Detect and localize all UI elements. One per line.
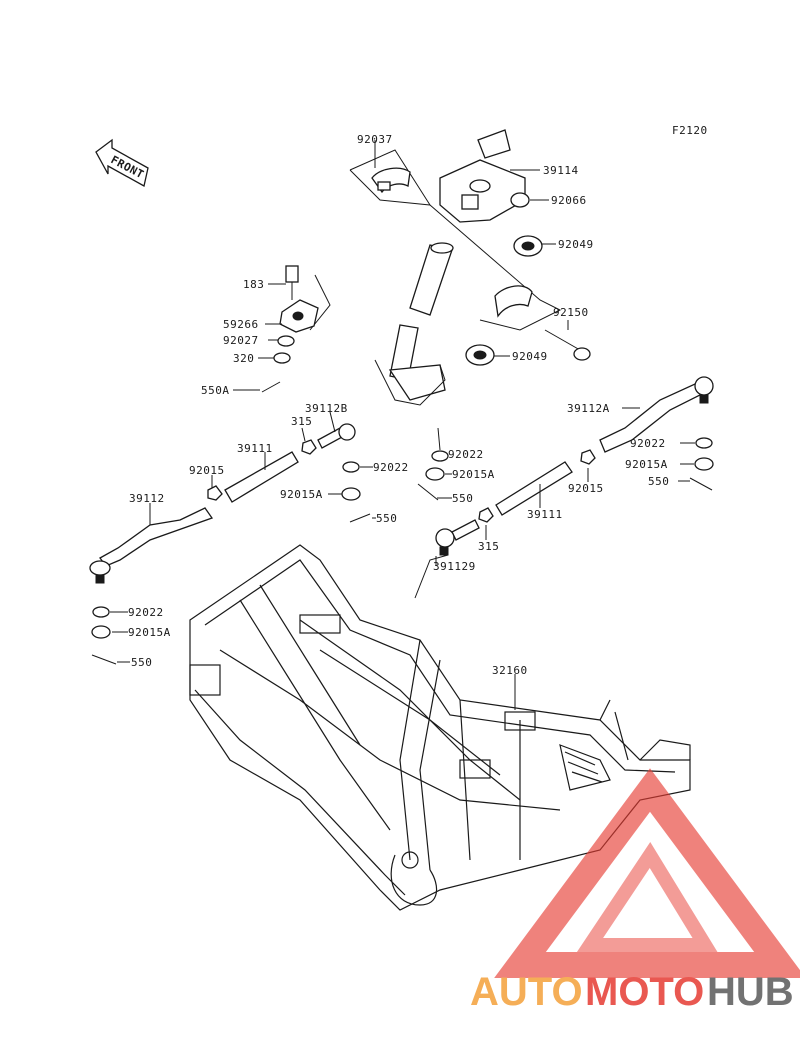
label-92015-left: 92015 xyxy=(189,464,225,477)
label-59266: 59266 xyxy=(223,318,259,331)
label-550-left: 550 xyxy=(131,656,152,669)
label-92022-mid: 92022 xyxy=(448,448,484,461)
leader-lines xyxy=(110,140,695,700)
label-550a: 550A xyxy=(201,384,230,397)
label-92049-lower: 92049 xyxy=(512,350,548,363)
label-92049-upper: 92049 xyxy=(558,238,594,251)
label-550-right: 550 xyxy=(648,475,669,488)
label-92027: 92027 xyxy=(223,334,259,347)
label-39111-right: 39111 xyxy=(527,508,563,521)
label-315-left: 315 xyxy=(291,415,312,428)
label-315-right: 315 xyxy=(478,540,499,553)
label-39112b: 39112B xyxy=(305,402,348,415)
label-92022-right: 92022 xyxy=(630,437,666,450)
label-92015a-center: 92015A xyxy=(280,488,323,501)
label-550-mid: 550 xyxy=(452,492,473,505)
label-92022-left: 92022 xyxy=(128,606,164,619)
label-92015a-mid: 92015A xyxy=(452,468,495,481)
label-39114: 39114 xyxy=(543,164,579,177)
steering-holder-group xyxy=(349,129,591,406)
label-92015a-left: 92015A xyxy=(128,626,171,639)
label-92037: 92037 xyxy=(357,133,393,146)
label-92022-center: 92022 xyxy=(373,461,409,474)
logo-text-auto: AUTO xyxy=(470,970,583,1014)
label-320: 320 xyxy=(233,352,254,365)
part-labels: 92037 39114 92066 92049 92049 92150 183 … xyxy=(128,133,669,677)
tie-rod-left xyxy=(89,423,371,665)
diagram-code: F2120 xyxy=(672,124,708,137)
label-39112a: 39112A xyxy=(567,402,610,415)
logo-text-moto: MOTO xyxy=(585,970,704,1014)
logo-text-hub: HUB xyxy=(707,970,794,1014)
label-183: 183 xyxy=(243,278,264,291)
label-92015a-right: 92015A xyxy=(625,458,668,471)
label-39111-left: 39111 xyxy=(237,442,273,455)
label-92015-right: 92015 xyxy=(568,482,604,495)
frame-32160 xyxy=(189,544,691,911)
tie-rod-right xyxy=(414,376,714,599)
label-92066: 92066 xyxy=(551,194,587,207)
label-32160: 32160 xyxy=(492,664,528,677)
label-39112: 39112 xyxy=(129,492,165,505)
automotohub-logo: AUTO MOTO HUB xyxy=(470,768,800,1014)
stem-bracket-group xyxy=(261,265,331,393)
label-550-center: 550 xyxy=(376,512,397,525)
label-92150: 92150 xyxy=(553,306,589,319)
front-arrow-icon: FRONT xyxy=(95,138,149,187)
label-391129: 391129 xyxy=(433,560,476,573)
